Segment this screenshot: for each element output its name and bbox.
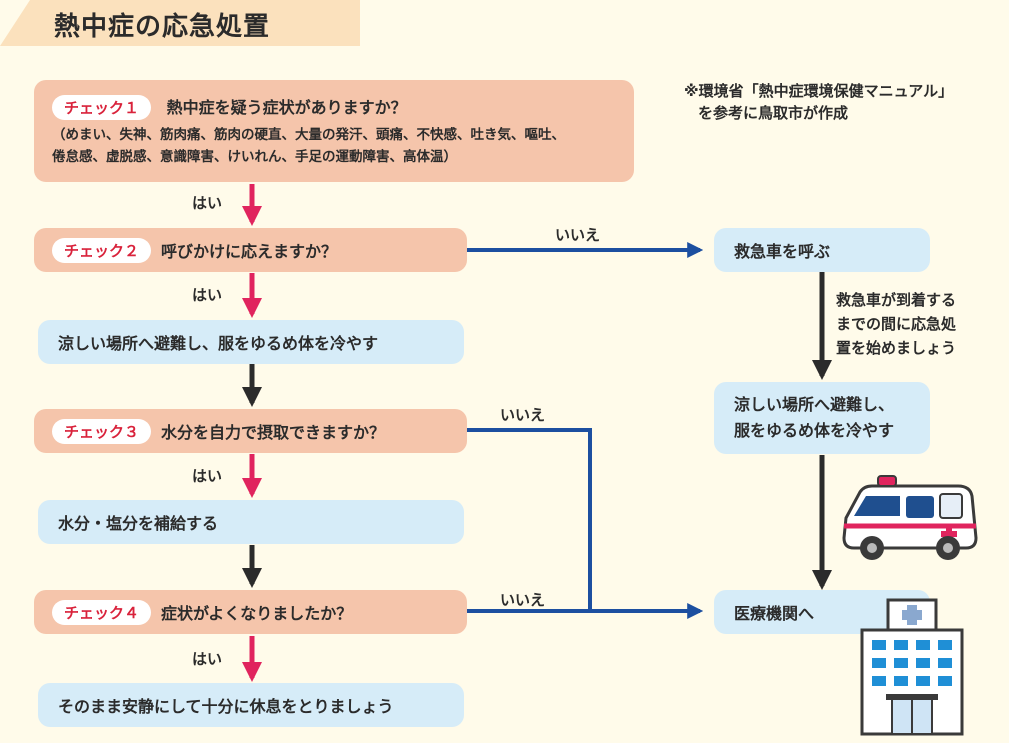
rest-text: そのまま安静にして十分に休息をとりましょう <box>58 697 394 716</box>
check4-question: 症状がよくなりましたか？ <box>161 604 353 623</box>
check3-question: 水分を自力で摂取できますか？ <box>161 423 386 442</box>
check1-symptoms-line2: 倦怠感、虚脱感、意識障害、けいれん、手足の運動障害、高体温） <box>52 149 457 165</box>
wait-note-line2: までの間に応急処 <box>836 315 957 333</box>
check4-box: チェック４ 症状がよくなりましたか？ <box>34 590 467 634</box>
ambulance-box: 救急車を呼ぶ <box>714 228 930 272</box>
cool-down-box: 涼しい場所へ避難し、服をゆるめ体を冷やす <box>38 320 464 364</box>
source-note-line1: ※環境省「熱中症環境保健マニュアル」 <box>684 82 954 100</box>
rest-box: そのまま安静にして十分に休息をとりましょう <box>38 683 464 727</box>
no-label-check3: いいえ <box>500 406 546 424</box>
yes-label-3: はい <box>192 467 223 485</box>
hospital-icon <box>860 598 964 736</box>
check1-question: 熱中症を疑う症状がありますか？ <box>166 98 407 117</box>
wait-note-line3: 置を始めましょう <box>836 339 957 357</box>
cool-down-text: 涼しい場所へ避難し、服をゆるめ体を冷やす <box>58 334 379 353</box>
page-title: 熱中症の応急処置 <box>54 12 271 42</box>
no-label-check2: いいえ <box>555 226 601 244</box>
check2-badge: チェック２ <box>52 237 152 263</box>
hospital-text: 医療機関へ <box>734 604 815 623</box>
ambulance-icon <box>842 475 978 560</box>
check4-badge: チェック４ <box>52 599 152 625</box>
check1-badge: チェック１ <box>52 95 152 120</box>
hydrate-box: 水分・塩分を補給する <box>38 500 464 544</box>
yes-label-2: はい <box>192 286 223 304</box>
check1-symptoms-line1: （めまい、失神、筋肉痛、筋肉の硬直、大量の発汗、頭痛、不快感、吐き気、嘔吐、 <box>52 127 565 143</box>
wait-note: 救急車が到着する までの間に応急処 置を始めましょう <box>836 288 956 360</box>
check2-box: チェック２ 呼びかけに応えますか？ <box>34 228 467 272</box>
check3-badge: チェック３ <box>52 418 152 444</box>
no-label-check4: いいえ <box>500 591 546 609</box>
wait-note-line1: 救急車が到着する <box>836 291 957 309</box>
check1-symptoms: （めまい、失神、筋肉痛、筋肉の硬直、大量の発汗、頭痛、不快感、吐き気、嘔吐、 倦… <box>52 124 565 168</box>
source-note-line2: を参考に鳥取市が作成 <box>698 104 849 122</box>
check2-question: 呼びかけに応えますか？ <box>161 242 338 261</box>
cool-down-right-line2: 服をゆるめ体を冷やす <box>734 421 895 440</box>
no-line-check3 <box>467 428 592 611</box>
cool-down-right-line1: 涼しい場所へ避難し、 <box>734 395 895 414</box>
check3-box: チェック３ 水分を自力で摂取できますか？ <box>34 409 467 453</box>
check1-box: チェック１ 熱中症を疑う症状がありますか？ （めまい、失神、筋肉痛、筋肉の硬直、… <box>34 80 634 182</box>
cool-down-right-box: 涼しい場所へ避難し、 服をゆるめ体を冷やす <box>714 382 930 454</box>
yes-label-1: はい <box>192 194 223 212</box>
title-band <box>0 0 360 46</box>
yes-label-4: はい <box>192 650 223 668</box>
ambulance-text: 救急車を呼ぶ <box>734 242 831 261</box>
hydrate-text: 水分・塩分を補給する <box>58 514 219 533</box>
source-note: ※環境省「熱中症環境保健マニュアル」 を参考に鳥取市が作成 <box>684 80 1004 124</box>
